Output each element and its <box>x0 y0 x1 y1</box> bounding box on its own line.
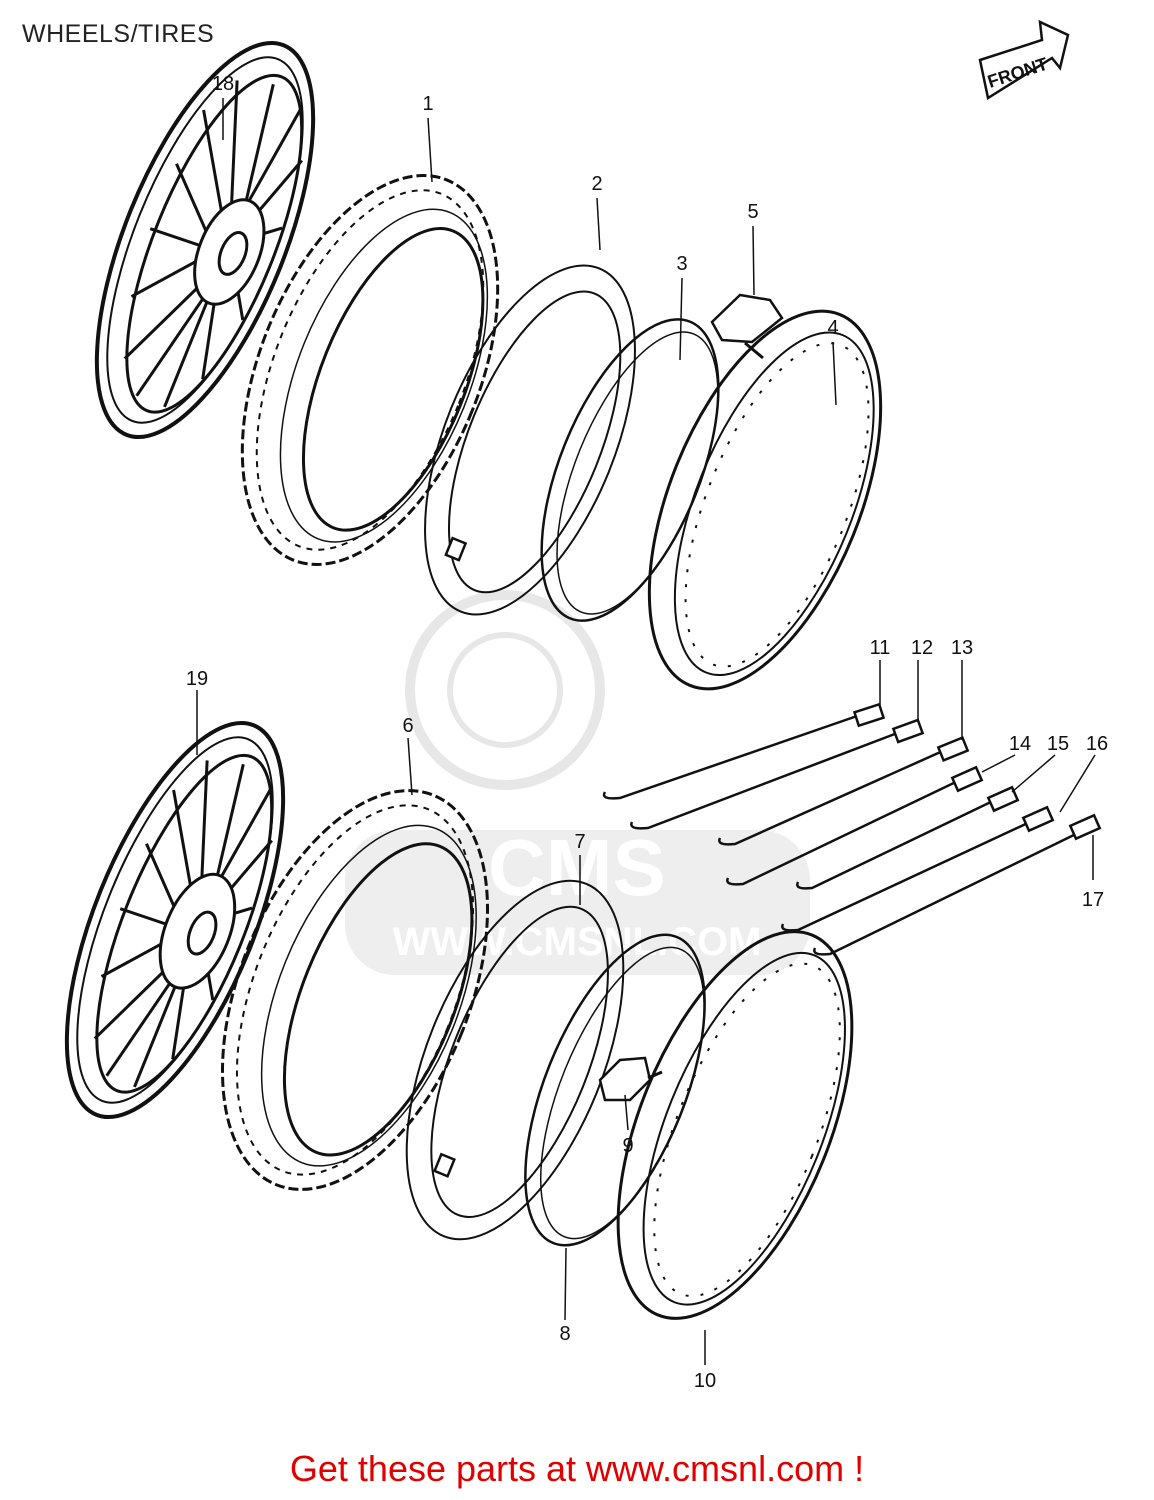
front-arrow-icon: FRONT <box>978 19 1070 101</box>
callout-7: 7 <box>574 831 585 853</box>
callout-9: 9 <box>622 1135 633 1157</box>
spoke-16 <box>813 830 1081 956</box>
spoke-13 <box>718 748 946 846</box>
tube-7 <box>405 879 625 1241</box>
callout-1: 1 <box>422 93 433 115</box>
callout-2: 2 <box>591 173 602 195</box>
spoke-15 <box>781 820 1031 932</box>
watermark-brand: CMS <box>488 823 666 912</box>
callout-5: 5 <box>747 201 758 223</box>
spoke-12 <box>630 730 901 830</box>
wheel-assembly-upper <box>94 40 883 691</box>
footer-promo-link[interactable]: Get these parts at www.cmsnl.com ! <box>289 1448 865 1489</box>
callout-12: 12 <box>911 637 933 659</box>
rim-band-3 <box>540 318 720 622</box>
watermark-mascot <box>405 590 605 790</box>
callout-17: 17 <box>1082 889 1104 911</box>
callout-8: 8 <box>559 1323 570 1345</box>
rim-lock-5 <box>710 293 784 360</box>
watermark-url: WWW.CMSNL.COM <box>393 920 762 964</box>
callout-13: 13 <box>951 637 973 659</box>
callout-15: 15 <box>1047 733 1069 755</box>
rim-10 <box>616 930 854 1320</box>
spokes-group <box>602 702 1102 956</box>
page-title: WHEELS/TIRES <box>22 20 215 48</box>
tire-1 <box>240 174 500 566</box>
callout-6: 6 <box>402 715 413 737</box>
tire-6 <box>220 789 490 1191</box>
watermark: CMS WWW.CMSNL.COM <box>345 590 810 975</box>
callout-labels: 18 1 2 3 5 4 11 12 13 14 15 16 17 19 6 7… <box>186 73 1108 1392</box>
callout-19: 19 <box>186 668 208 690</box>
rim-4 <box>647 309 883 691</box>
callout-4: 4 <box>827 317 838 339</box>
spoke-14b <box>796 798 996 890</box>
rim-band-8 <box>524 933 706 1247</box>
callout-18: 18 <box>212 73 234 95</box>
callout-11: 11 <box>870 637 891 659</box>
callout-3: 3 <box>676 253 687 275</box>
callout-14: 14 <box>1009 733 1031 755</box>
wheel-18 <box>94 40 316 440</box>
callout-16: 16 <box>1086 733 1108 755</box>
wheel-assembly-lower <box>64 720 854 1320</box>
leader-lines <box>196 98 1096 1365</box>
wheel-19 <box>64 720 286 1120</box>
spoke-14 <box>726 778 961 886</box>
spoke-11 <box>602 713 861 800</box>
callout-10: 10 <box>694 1370 716 1392</box>
tube-2 <box>424 264 636 616</box>
